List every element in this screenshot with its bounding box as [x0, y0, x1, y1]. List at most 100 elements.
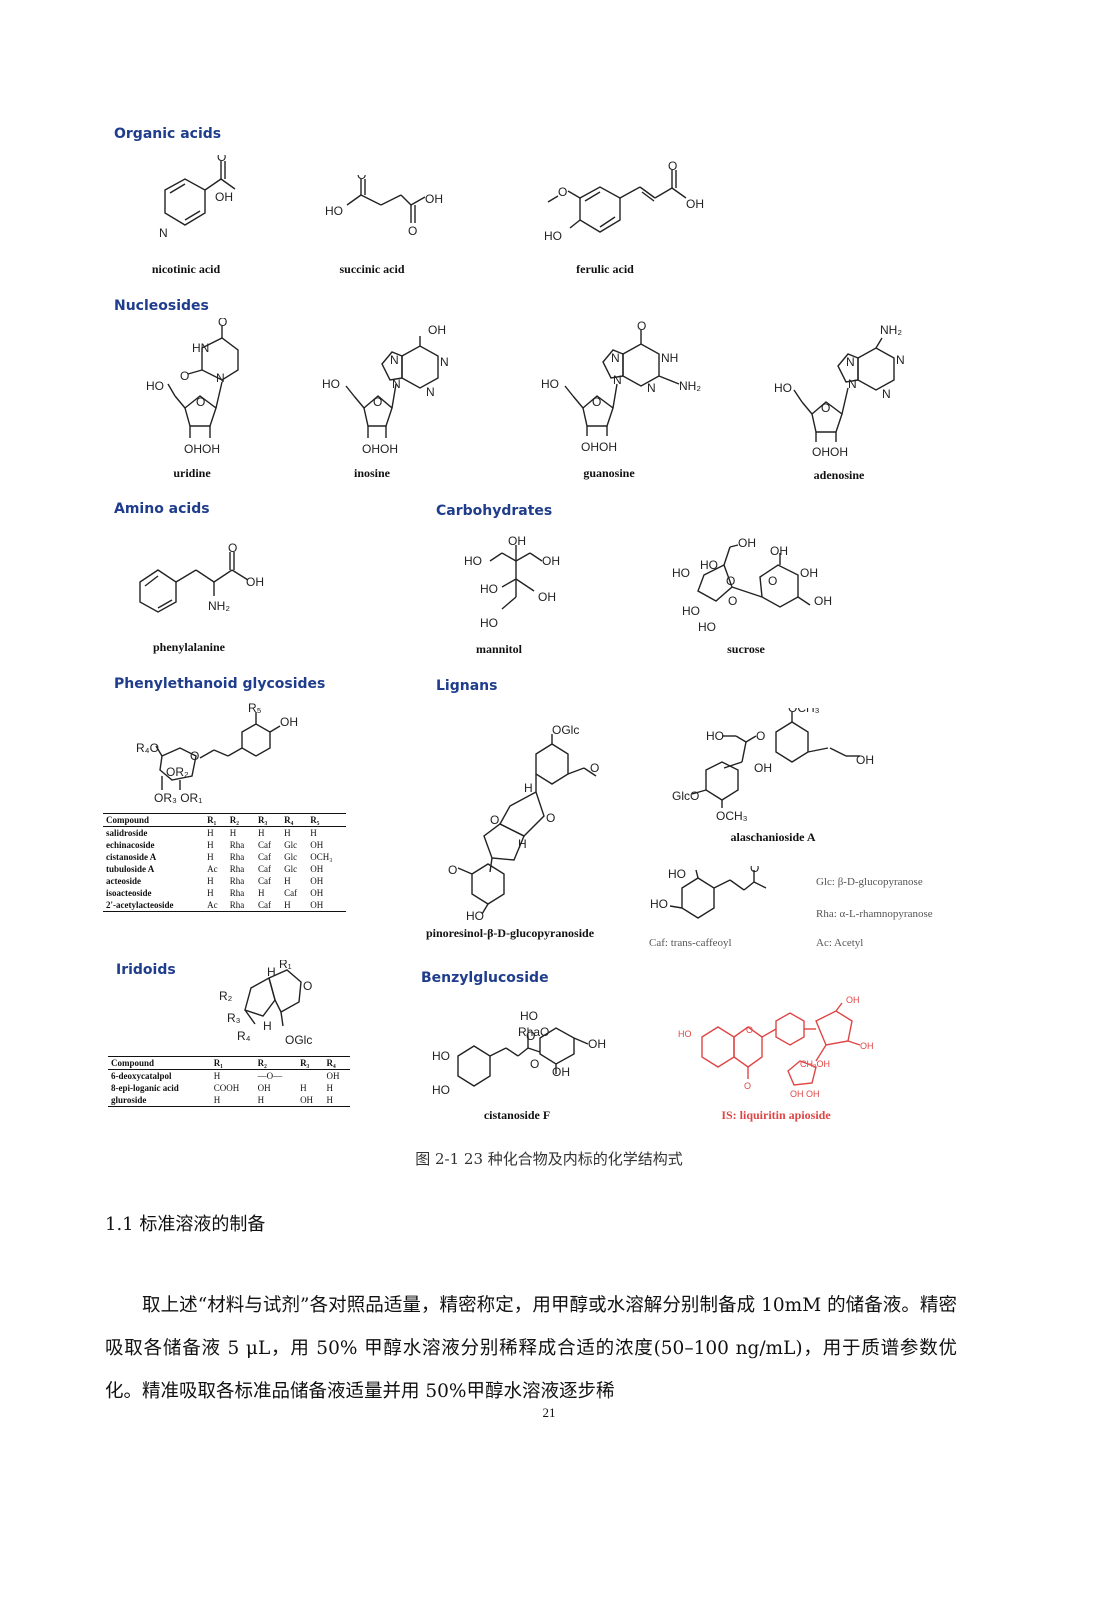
phenylethanoid-table-cell: OH: [310, 876, 324, 886]
label-alaschanioside: alaschanioside A: [730, 830, 816, 844]
phenylethanoid-table-header: R₅: [307, 813, 346, 827]
svg-text:O: O: [218, 318, 227, 329]
iridoid-table-cell: H: [300, 1083, 307, 1093]
phenylethanoid-table-cell: Caf: [257, 852, 271, 862]
phenylethanoid-table-cell: Caf: [257, 876, 271, 886]
svg-text:R₄O: R₄O: [136, 741, 159, 755]
iridoid-table-header: Compound: [108, 1056, 211, 1070]
phenylethanoid-table-cell: Caf: [257, 840, 271, 850]
iridoid-table-cell: H: [254, 1094, 298, 1107]
svg-text:HO: HO: [672, 566, 690, 580]
phenylethanoid-table-cell: OH: [310, 864, 324, 874]
iridoid-table-header: R₄: [323, 1056, 350, 1070]
phenylethanoid-table-cell: H: [229, 828, 237, 838]
section-phenylethanoid: Phenylethanoid glycosides: [114, 676, 326, 692]
label-adenosine: adenosine: [813, 468, 865, 482]
phenylethanoid-table-cell: H: [281, 899, 308, 912]
phenylethanoid-table-cell: Caf: [254, 899, 282, 912]
svg-text:NH: NH: [661, 351, 678, 365]
svg-text:HO: HO: [706, 729, 724, 743]
label-cistanoside-f: cistanoside F: [483, 1108, 551, 1122]
svg-text:O: O: [526, 1029, 535, 1043]
svg-text:HO: HO: [146, 379, 164, 393]
svg-text:HO: HO: [325, 204, 343, 218]
svg-text:HO: HO: [432, 1083, 450, 1097]
svg-text:OH: OH: [588, 1037, 606, 1051]
phenylethanoid-table-cell: H: [207, 888, 214, 898]
svg-text:OR₂: OR₂: [166, 765, 189, 779]
legend-ac: Ac: Acetyl: [816, 937, 864, 949]
phenylethanoid-table-cell: H: [284, 828, 291, 838]
svg-text:OH: OH: [215, 190, 233, 204]
svg-text:OH: OH: [686, 197, 704, 211]
svg-text:O: O: [558, 185, 567, 199]
legend-caf: Caf: trans-caffeoyl: [649, 937, 732, 949]
iridoid-table-cell: H: [213, 1071, 221, 1081]
figure-caption: 图 2-1 23 种化合物及内标的化学结构式: [415, 1150, 683, 1168]
label-uridine: uridine: [173, 466, 211, 480]
svg-text:O: O: [750, 866, 759, 875]
svg-text:HO: HO: [698, 620, 716, 634]
svg-text:O: O: [303, 979, 312, 993]
section-organic-acids: Organic acids: [114, 126, 222, 142]
svg-text:HO: HO: [520, 1010, 538, 1023]
svg-text:O: O: [448, 863, 457, 877]
svg-text:OH: OH: [770, 544, 788, 558]
phenylethanoid-table-cell: H: [257, 828, 265, 838]
page-number: 21: [542, 1405, 556, 1420]
svg-text:O: O: [744, 1081, 751, 1091]
svg-text:O: O: [408, 224, 417, 238]
iridoid-table-cell: OH: [326, 1071, 340, 1081]
svg-text:N: N: [440, 355, 449, 369]
phenylethanoid-table-cell: salidroside: [106, 828, 148, 838]
svg-text:O: O: [546, 811, 555, 825]
phenylethanoid-table-header: R₂: [226, 813, 255, 827]
svg-text:HN: HN: [192, 341, 209, 355]
label-pinoresinol: pinoresinol-β-D-glucopyranoside: [425, 926, 595, 940]
section-benzylglucoside: Benzylglucoside: [421, 970, 549, 986]
label-sucrose: sucrose: [727, 642, 765, 656]
svg-text:OGlc: OGlc: [285, 1033, 312, 1047]
iridoid-table-cell: 8-epi-loganic acid: [111, 1083, 179, 1093]
svg-text:HO: HO: [432, 1049, 450, 1063]
phenylethanoid-table-cell: H: [207, 876, 214, 886]
svg-text:N: N: [647, 381, 656, 395]
svg-text:N: N: [392, 377, 401, 391]
svg-text:OCH₃: OCH₃: [788, 708, 820, 715]
svg-text:R₁: R₁: [279, 960, 292, 971]
svg-text:HO: HO: [544, 229, 562, 243]
phenylethanoid-table-cell: Rha: [229, 840, 245, 850]
phenylethanoid-table-cell: Glc: [284, 852, 298, 862]
svg-text:OR₃ OR₁: OR₃ OR₁: [154, 791, 202, 805]
svg-text:HO: HO: [464, 554, 482, 568]
svg-text:OGlc: OGlc: [552, 723, 579, 737]
phenylethanoid-table-cell: cistanoside A: [106, 852, 157, 862]
svg-text:OH: OH: [538, 590, 556, 604]
iridoid-table-header: R₁: [210, 1056, 255, 1070]
svg-text:OH: OH: [856, 753, 874, 767]
svg-text:O: O: [180, 369, 189, 383]
svg-text:RhaO: RhaO: [518, 1025, 549, 1039]
paragraph-text: 取上述“材料与试剂”各对照品适量，精密称定，用甲醇或水溶解分别制备成 10mM …: [105, 1295, 957, 1402]
svg-text:HO: HO: [541, 377, 559, 391]
phenylethanoid-table-cell: OCH₃: [310, 852, 333, 862]
phenylethanoid-table-header: Compound: [103, 813, 205, 827]
svg-text:OCH₃: OCH₃: [716, 809, 748, 823]
